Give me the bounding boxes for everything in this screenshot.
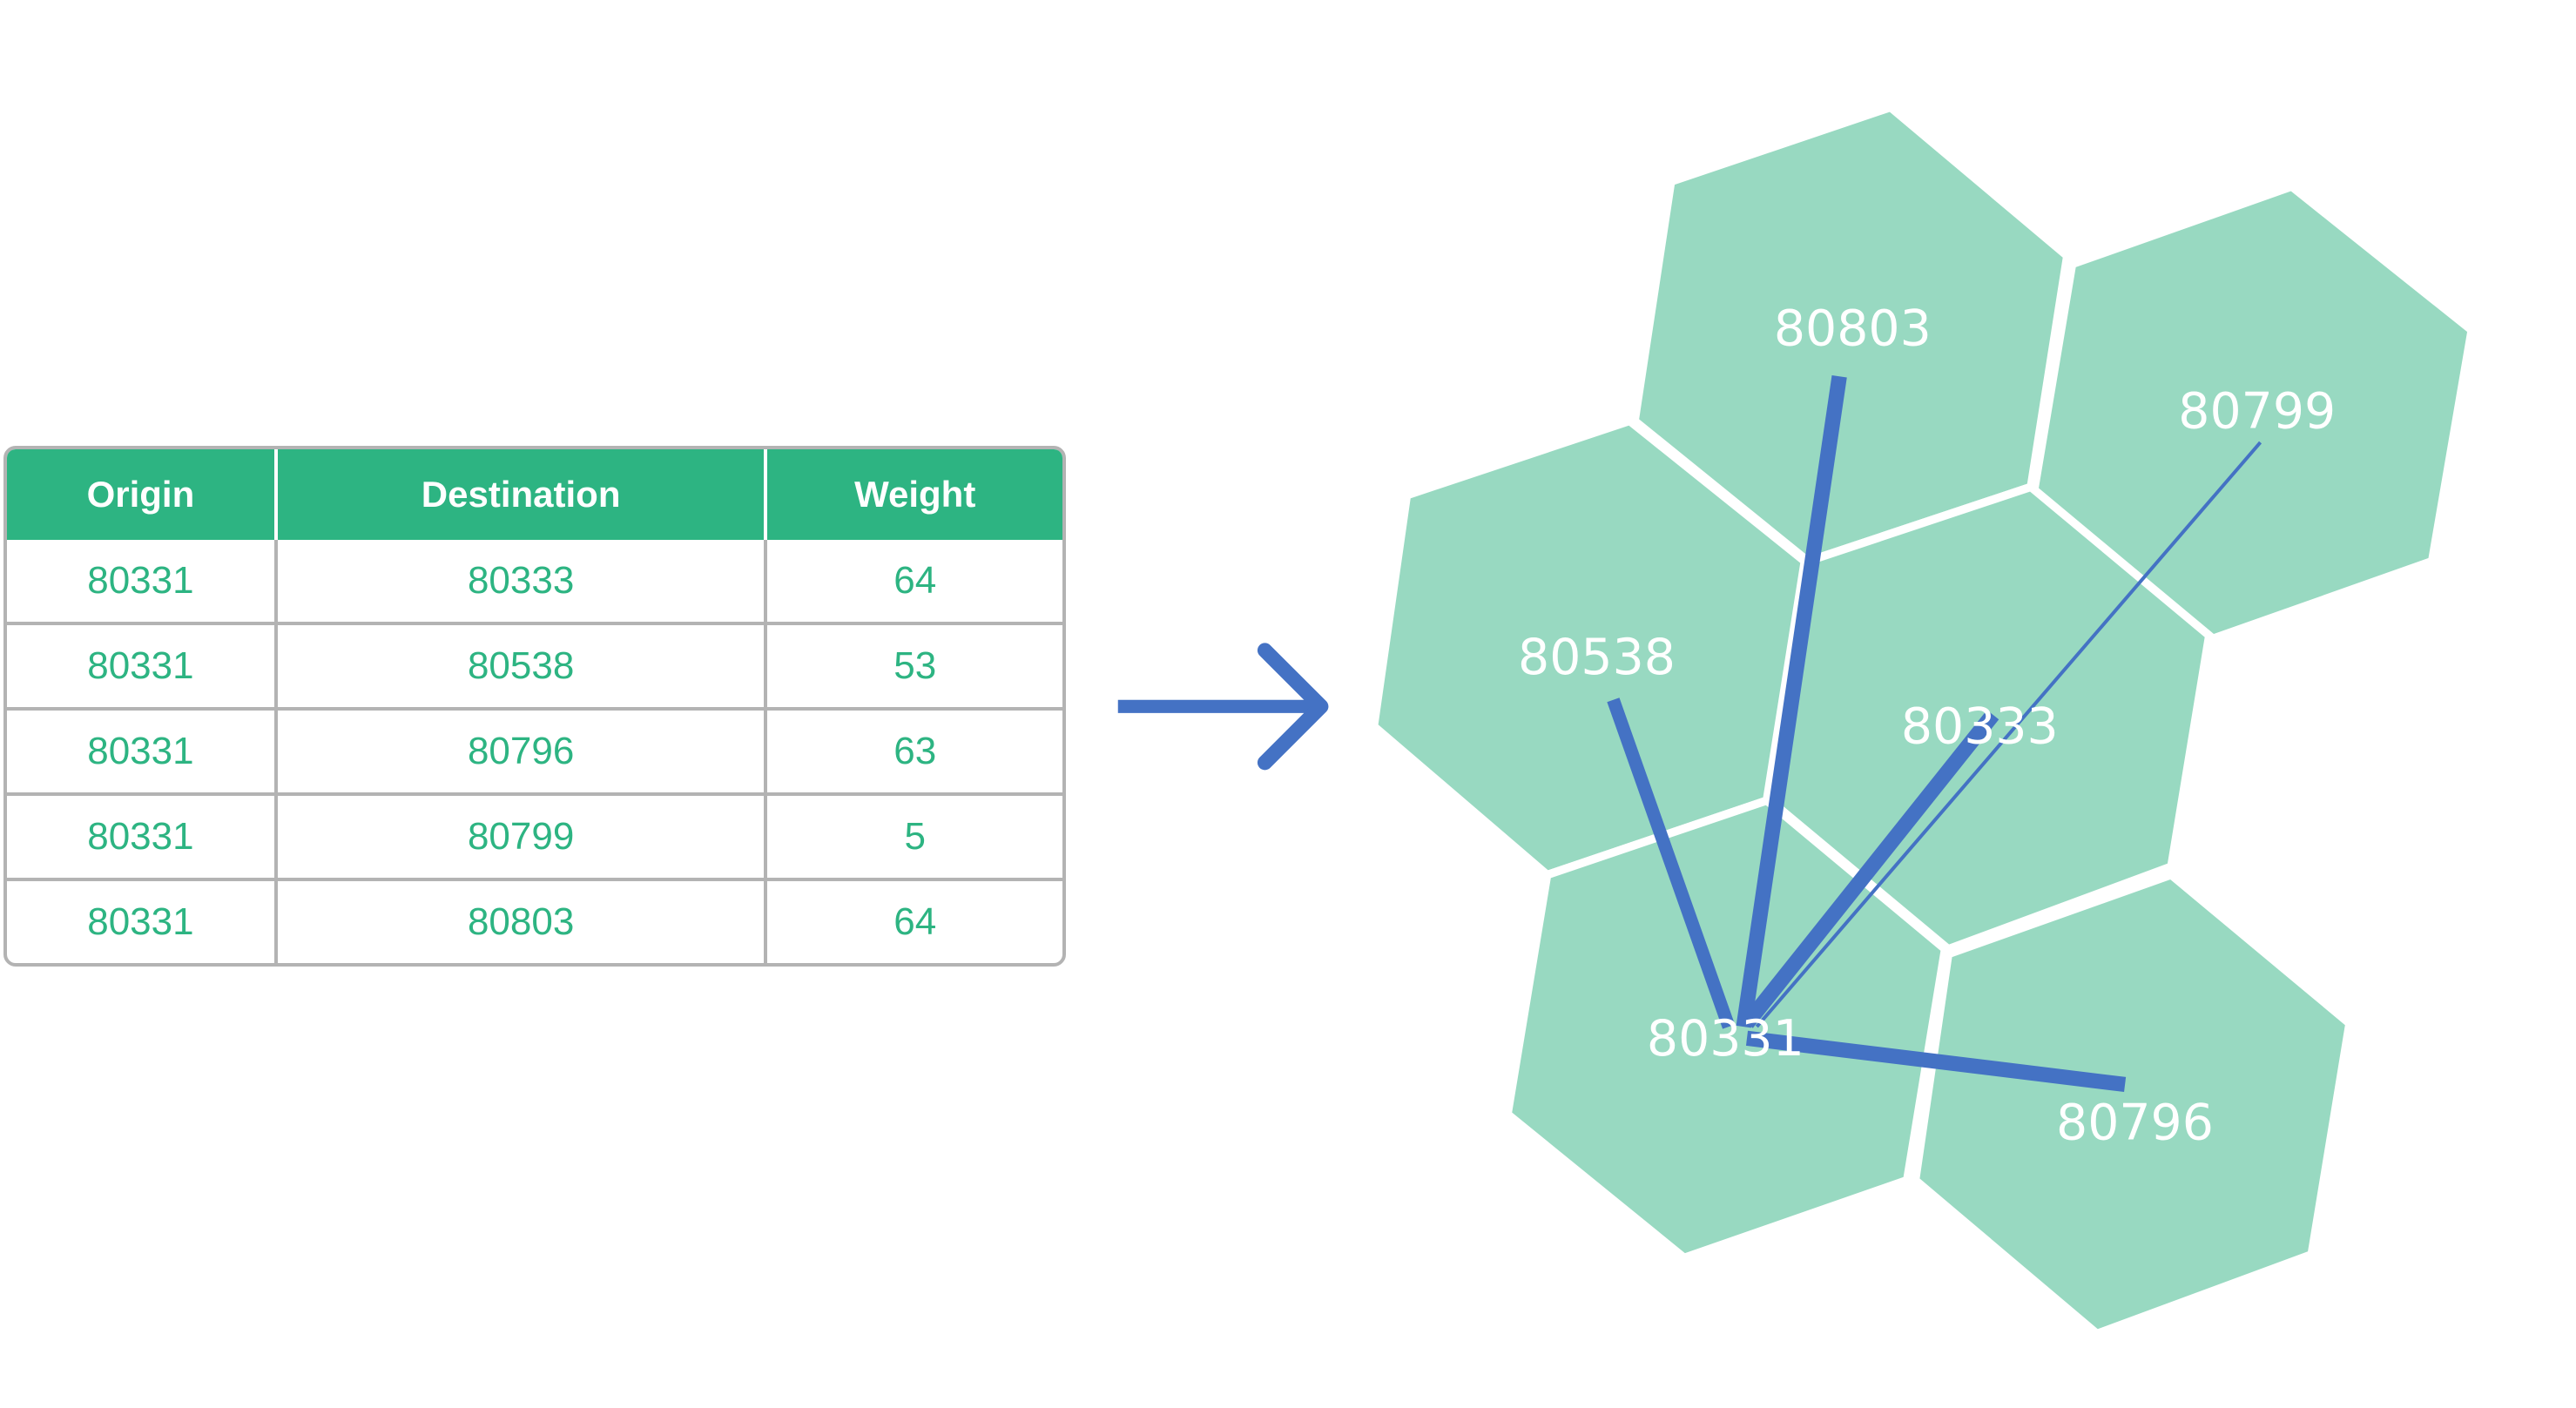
cell-weight: 5 (767, 792, 1062, 878)
flow-line-80331-80799 (1755, 441, 2262, 1028)
label-80538: 80538 (1518, 629, 1676, 686)
cell-destination: 80333 (278, 540, 768, 622)
flow-line-80331-80538 (1607, 697, 1736, 1029)
label-80803: 80803 (1774, 300, 1932, 358)
header-origin: Origin (7, 449, 278, 540)
header-weight: Weight (767, 449, 1062, 540)
cell-destination: 80803 (277, 878, 768, 963)
header-destination: Destination (277, 449, 768, 540)
cell-destination: 80538 (277, 622, 768, 707)
hexagon-80796 (1911, 870, 2355, 1339)
flow-line-80331-80796 (1745, 1030, 2127, 1093)
cell-destination: 80799 (277, 792, 768, 878)
label-80331: 80331 (1647, 1010, 1804, 1068)
cell-origin: 80331 (7, 622, 278, 707)
table-header-row: Origin Destination Weight (7, 449, 1062, 540)
cell-weight: 64 (767, 878, 1062, 963)
right-arrow-icon (1117, 643, 1329, 771)
flow-line-80331-80803 (1736, 374, 1847, 1028)
cell-origin: 80331 (7, 878, 278, 963)
cell-origin: 80331 (7, 540, 278, 622)
label-80796: 80796 (2056, 1094, 2214, 1151)
cell-weight: 53 (767, 622, 1062, 707)
label-80333: 80333 (1901, 698, 2059, 756)
cell-origin: 80331 (7, 792, 278, 878)
flow-line-80331-80333 (1741, 710, 1999, 1028)
cell-origin: 80331 (7, 707, 278, 792)
cell-weight: 63 (767, 707, 1062, 792)
label-80799: 80799 (2178, 382, 2336, 440)
cell-weight: 64 (894, 559, 937, 602)
cell-destination: 80796 (277, 707, 768, 792)
